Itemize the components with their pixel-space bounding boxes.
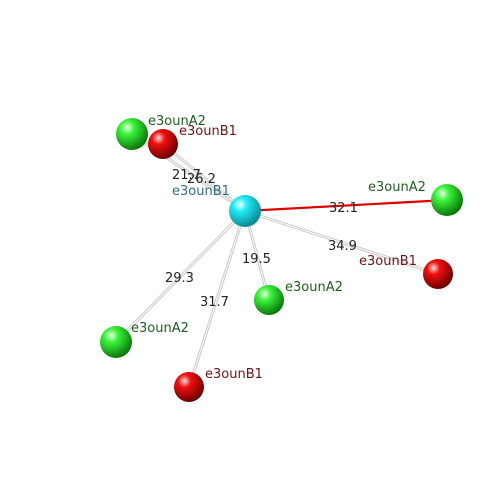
distance-label-layer: 21.726.2 32.1 34.9 19.5 29.3 31.7 xyxy=(165,168,358,310)
atom-b1-sphere[interactable] xyxy=(174,372,204,402)
bond-layer xyxy=(114,132,448,388)
atom-b1-sphere[interactable] xyxy=(423,259,453,289)
distance-label: 29.3 xyxy=(165,271,194,286)
distance-label: 26.2 xyxy=(187,172,216,187)
atom-label: e3ounA2 xyxy=(148,114,206,129)
atom-label: e3ounB1 xyxy=(359,254,417,269)
atom-layer xyxy=(100,118,463,402)
distance-label: 31.7 xyxy=(200,295,229,310)
bond-line-core xyxy=(244,210,439,275)
atom-label: e3ounB1 xyxy=(205,367,263,382)
atom-label: e3ounB1 xyxy=(179,124,237,139)
atom-label: e3ounA2 xyxy=(285,280,343,295)
bond-line-core xyxy=(115,210,246,343)
atom-label: e3ounA2 xyxy=(131,321,189,336)
center-atom-sphere[interactable] xyxy=(229,195,261,227)
distance-label: 32.1 xyxy=(329,201,358,216)
bond-line-core xyxy=(188,210,246,388)
atom-a2-sphere[interactable] xyxy=(100,326,132,358)
atom-a2-sphere[interactable] xyxy=(254,285,284,315)
distance-label: 19.5 xyxy=(242,252,271,267)
center-atom-label: e3ounB1 xyxy=(172,184,230,199)
atom-label-layer: e3ounA2e3ounB1e3ounA2e3ounB1e3ounA2e3oun… xyxy=(131,114,426,382)
distance-label: 21.7 xyxy=(172,168,201,183)
atom-label: e3ounA2 xyxy=(368,180,426,195)
atom-a2-sphere[interactable] xyxy=(431,184,463,216)
atom-a2-sphere[interactable] xyxy=(116,118,148,150)
bond-line-core xyxy=(162,143,246,212)
atom-b1-sphere[interactable] xyxy=(148,129,178,159)
bond-line xyxy=(244,198,448,213)
distance-label: 34.9 xyxy=(328,239,357,254)
